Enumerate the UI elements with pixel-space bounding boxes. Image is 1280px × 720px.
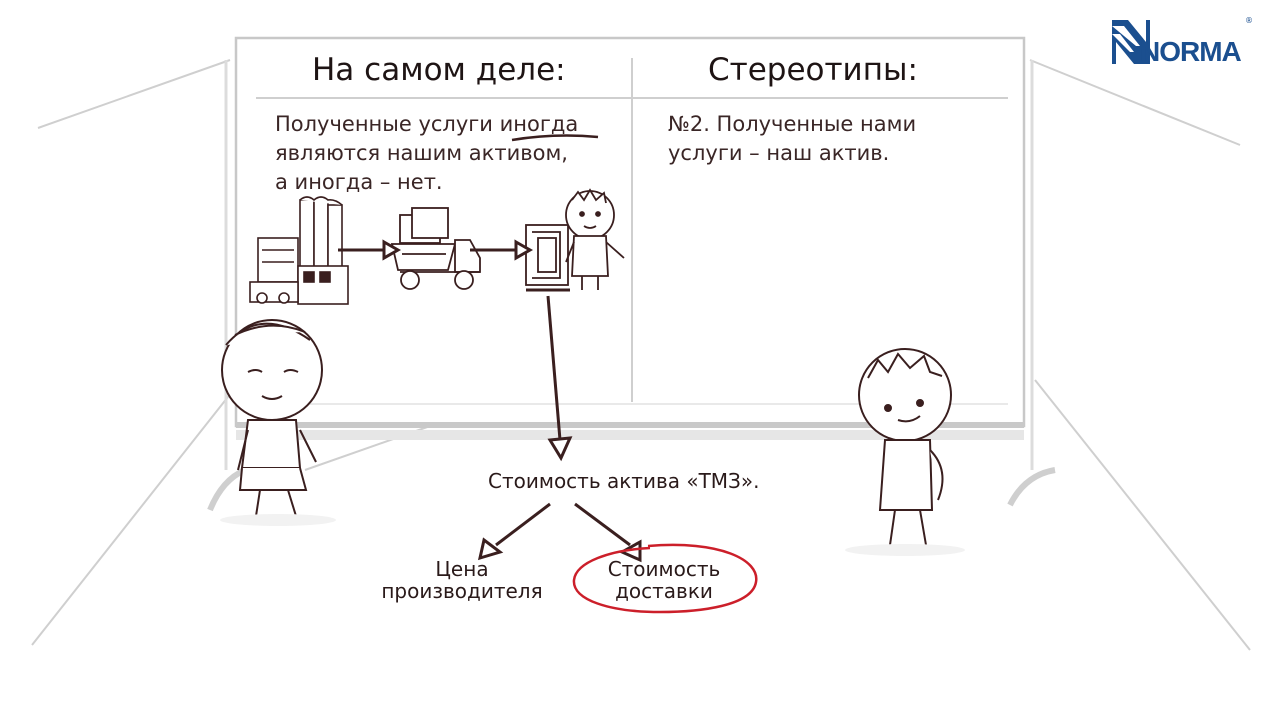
left-column-heading: На самом деле: xyxy=(312,52,566,88)
underline-mark xyxy=(511,134,599,142)
manufacturer-price-label: Цена производителя xyxy=(381,557,543,603)
child-figure-icon xyxy=(565,188,625,290)
delivery-highlight-ellipse xyxy=(572,543,758,614)
right-column-text: №2. Полученные нами услуги – наш актив. xyxy=(668,112,917,165)
logo-text: NORMA xyxy=(1140,36,1242,67)
right-column-heading: Стереотипы: xyxy=(708,52,918,88)
branch-arrows xyxy=(477,502,642,563)
norma-logo-mark-icon xyxy=(1112,20,1150,64)
girl-shadow xyxy=(220,514,336,526)
norma-logo: NORMA ® xyxy=(1110,16,1253,70)
logo-registered-mark: ® xyxy=(1245,16,1253,25)
girl-figure xyxy=(221,319,323,517)
down-arrow xyxy=(546,295,573,462)
boy-figure xyxy=(858,348,952,546)
goods-icon xyxy=(525,224,570,292)
asset-cost-label: Стоимость актива «ТМЗ». xyxy=(488,469,760,493)
factory-icon xyxy=(249,196,349,305)
truck-icon xyxy=(390,207,481,290)
supply-arrows xyxy=(338,239,534,261)
delivery-cost-label: Стоимость доставки xyxy=(607,557,721,603)
boy-shadow xyxy=(845,544,965,556)
left-column-text: Полученные услуги иногда являются нашим … xyxy=(275,112,579,194)
